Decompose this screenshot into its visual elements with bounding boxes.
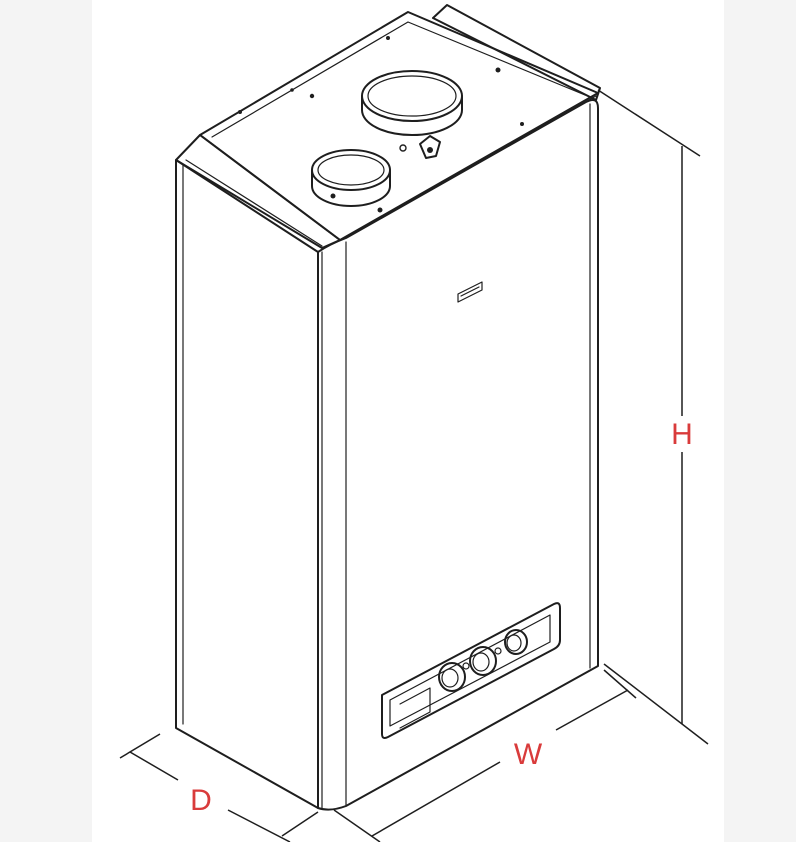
top-cover (175, 4, 601, 249)
height-dimension (597, 89, 709, 745)
control-panel (381, 602, 561, 739)
control-knob-center (469, 646, 497, 676)
drawing-sheet (92, 0, 724, 842)
depth-dimension (119, 733, 319, 842)
flue-outlet-small (311, 149, 391, 207)
width-label: W (514, 738, 543, 771)
control-knob-right (504, 629, 528, 655)
height-label: H (671, 418, 693, 451)
depth-label: D (190, 784, 212, 817)
flue-outlet-large (361, 70, 463, 136)
width-dimension (333, 669, 637, 842)
control-knob-left (438, 662, 466, 692)
brand-badge (457, 281, 483, 303)
heater-body (175, 95, 599, 811)
